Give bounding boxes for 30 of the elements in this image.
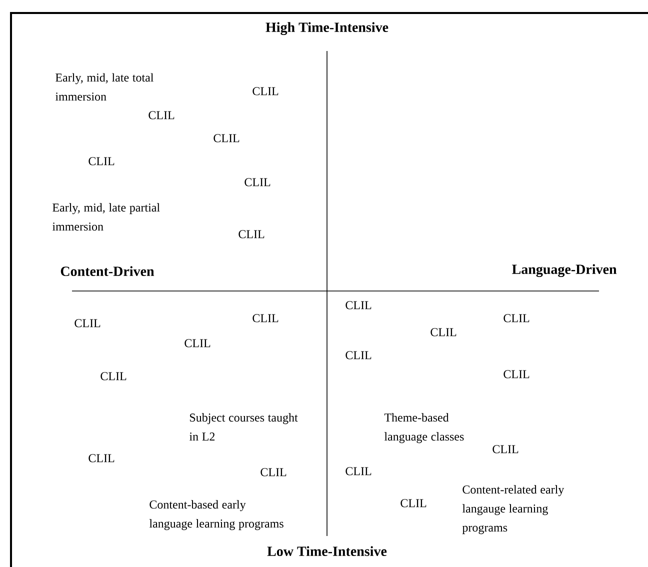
clil-label: CLIL: [238, 230, 264, 238]
clil-label: CLIL: [400, 499, 426, 508]
clil-label: CLIL: [214, 134, 240, 142]
clil-label: CLIL: [88, 454, 114, 462]
category-label: Content-related early langauge learning programs: [462, 485, 564, 534]
axis-label: Low Time-Intensive: [267, 546, 387, 556]
clil-label: CLIL: [430, 328, 456, 336]
axis-label: Language-Driven: [512, 264, 617, 277]
axis-label: High Time-Intensive: [266, 22, 388, 35]
clil-label: CLIL: [492, 445, 518, 454]
axis-label: Content-Driven: [60, 266, 154, 276]
category-label: Content-based early language learning programs: [149, 500, 284, 530]
clil-label: CLIL: [260, 468, 286, 476]
category-label: Theme-based language classes: [384, 413, 464, 444]
clil-label: CLIL: [100, 372, 126, 380]
clil-label: CLIL: [88, 157, 114, 166]
clil-label: CLIL: [74, 319, 100, 328]
category-label: Early, mid, late total immersion: [55, 73, 154, 101]
clil-label: CLIL: [252, 314, 278, 322]
clil-label: CLIL: [346, 467, 372, 476]
clil-label: CLIL: [252, 87, 278, 96]
clil-label: CLIL: [346, 351, 372, 360]
clil-label: CLIL: [504, 370, 530, 378]
clil-label: CLIL: [148, 111, 174, 120]
clil-label: CLIL: [184, 339, 210, 348]
category-label: Subject courses taught in L2: [189, 413, 298, 440]
category-label: Early, mid, late partial immersion: [52, 203, 160, 231]
clil-label: CLIL: [504, 314, 530, 322]
clil-label: CLIL: [244, 178, 270, 186]
clil-label: CLIL: [346, 301, 372, 310]
